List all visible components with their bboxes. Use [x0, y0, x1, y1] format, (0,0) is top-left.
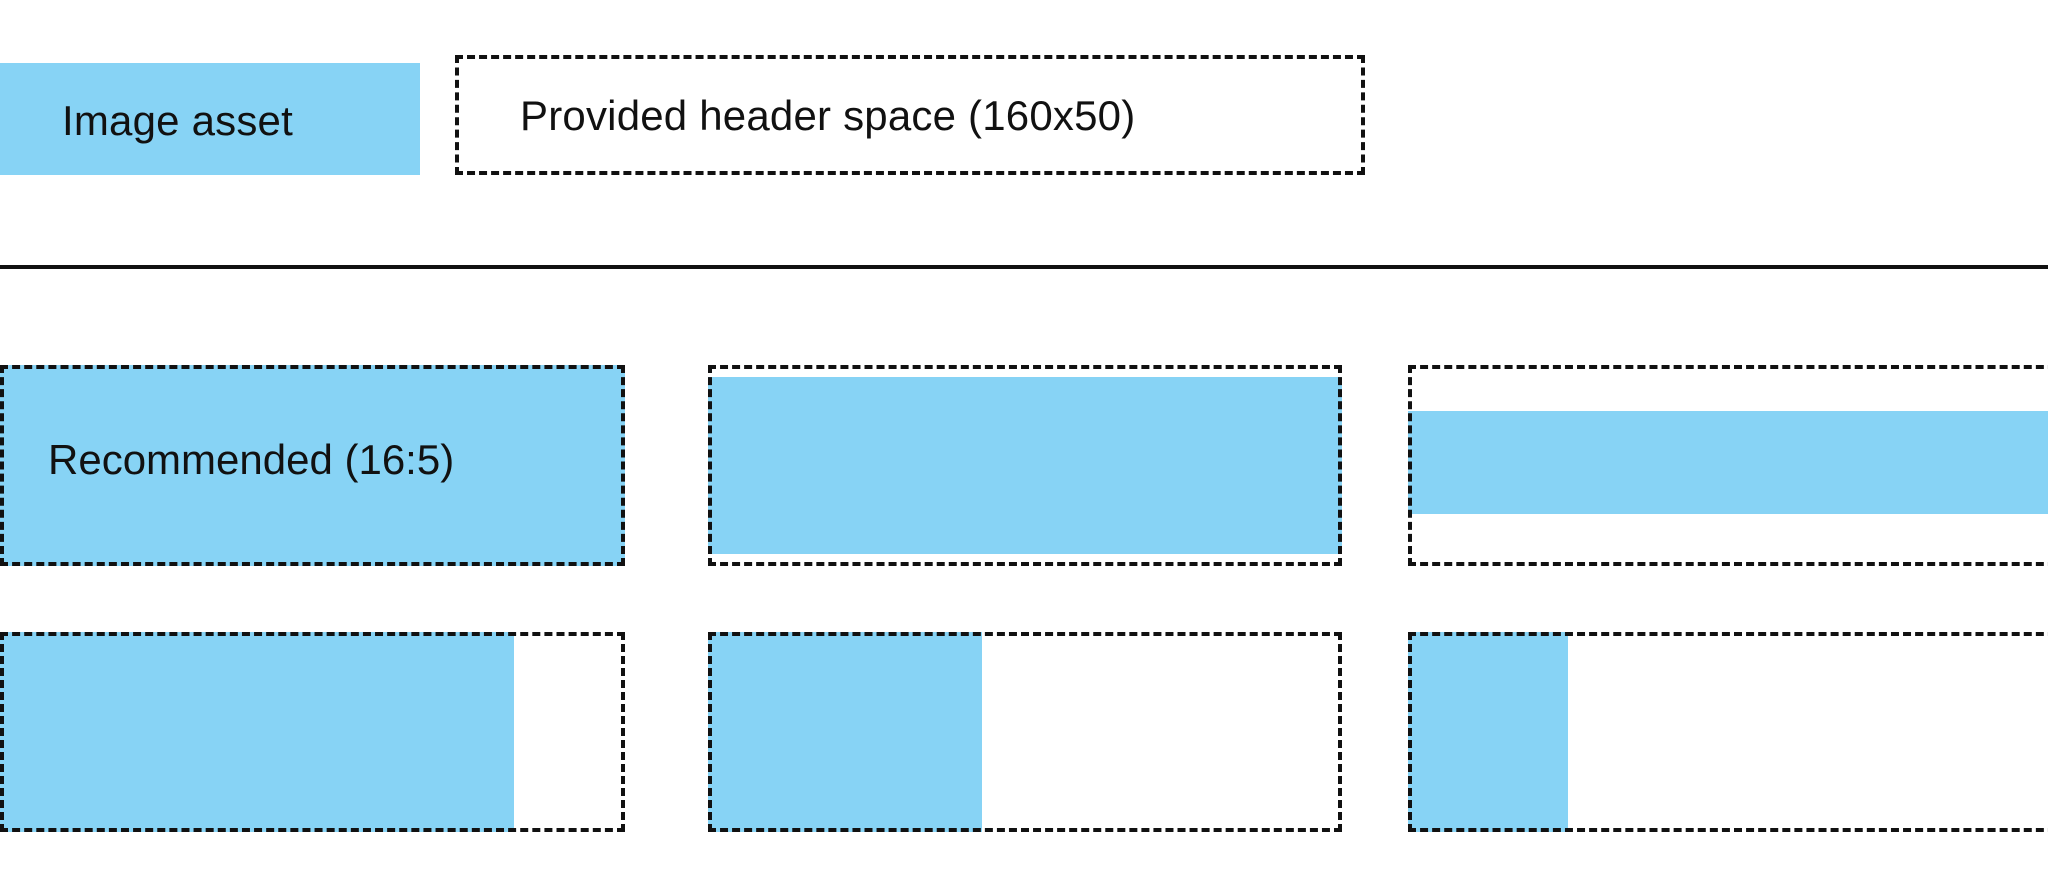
recommended-ratio-label: Recommended (16:5) — [48, 436, 455, 483]
ratio-slot-fill — [708, 632, 982, 832]
header-band: Image asset Provided header space (160x5… — [0, 0, 2048, 266]
ratio-slot-row1-col3 — [1408, 365, 2048, 566]
provided-header-space-label: Provided header space (160x50) — [520, 92, 1136, 139]
ratio-slot-frame — [1408, 365, 2048, 566]
image-asset-swatch — [0, 63, 420, 175]
ratio-slot-row2-col2 — [708, 632, 1342, 832]
ratio-slot-fill — [708, 377, 1342, 554]
ratio-slot-row1-col2 — [708, 365, 1342, 566]
ratio-slot-frame — [0, 365, 625, 566]
provided-header-space-box — [455, 55, 1365, 175]
ratio-slot-row2-col3 — [1408, 632, 2048, 832]
ratio-slot-frame — [708, 365, 1342, 566]
ratio-slot-row2-col1 — [0, 632, 625, 832]
ratio-grid: Recommended (16:5) — [0, 266, 2048, 896]
ratio-slot-fill — [0, 632, 514, 832]
ratio-slot-frame — [708, 632, 1342, 832]
image-asset-label: Image asset — [62, 97, 293, 144]
ratio-slot-fill — [0, 365, 625, 566]
ratio-slot-frame — [0, 632, 625, 832]
ratio-slot-frame — [1408, 632, 2048, 832]
ratio-slot-row1-col1: Recommended (16:5) — [0, 365, 625, 566]
ratio-slot-fill — [1408, 411, 2048, 514]
ratio-slot-fill — [1408, 632, 1568, 832]
section-divider — [0, 265, 2048, 269]
